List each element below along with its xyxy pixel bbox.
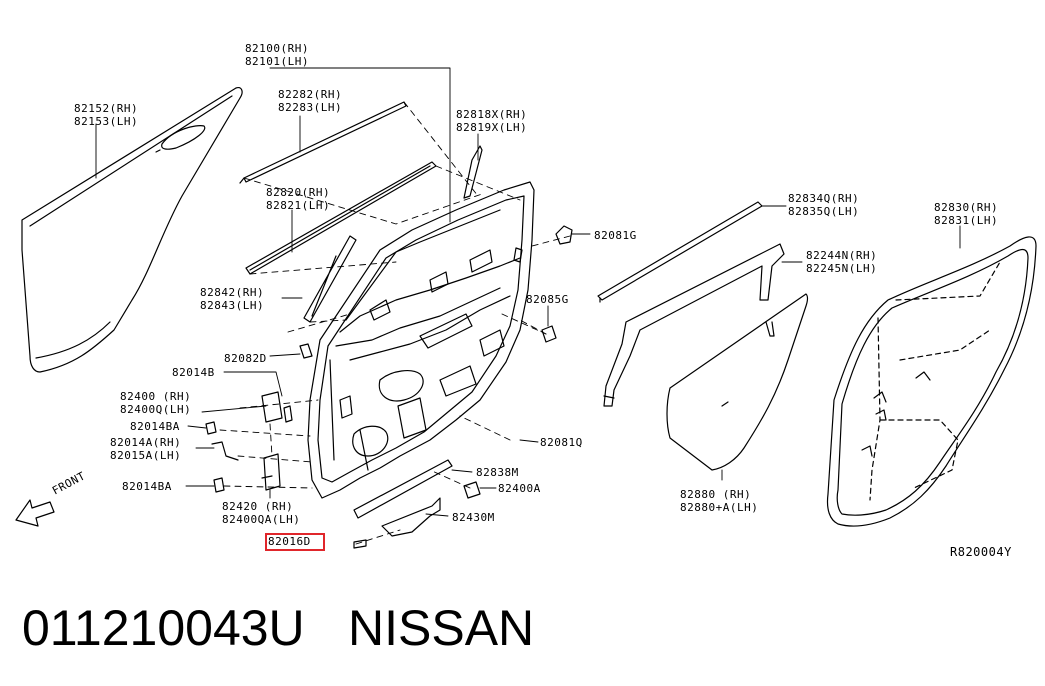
belt-weatherstrip	[245, 161, 437, 275]
clip-82085g	[541, 325, 557, 343]
part-label-82831: 82831(LH)	[934, 214, 999, 227]
dashed-lines	[219, 101, 571, 545]
part-label-82085g: 82085G	[526, 293, 569, 306]
door-outer-panel	[21, 87, 243, 373]
glass-run-channel	[603, 243, 785, 407]
corner-trim	[463, 145, 483, 199]
part-label-82153: 82153(LH)	[74, 115, 139, 128]
part-label-82244n: 82244N(RH)	[806, 249, 878, 262]
door-weatherstrip	[826, 236, 1037, 527]
inner-moulding	[597, 201, 763, 303]
stud-82400a	[463, 481, 481, 499]
hinge-parts	[205, 343, 313, 493]
check-link	[381, 497, 441, 537]
part-label-82400qa: 82400QA(LH)	[222, 513, 301, 526]
part-label-82014ba-1: 82014BA	[130, 420, 180, 433]
part-label-82400: 82400 (RH)	[120, 390, 192, 403]
part-label-82835q: 82835Q(LH)	[788, 205, 860, 218]
leader-lines	[95, 67, 961, 517]
part-label-82081g: 82081G	[594, 229, 637, 242]
part-label-82821: 82821(LH)	[266, 199, 331, 212]
part-label-82282: 82282(RH)	[278, 88, 343, 101]
door-glass	[666, 293, 809, 471]
part-label-82152: 82152(RH)	[74, 102, 139, 115]
part-label-82082d: 82082D	[224, 352, 267, 365]
part-label-82820: 82820(RH)	[266, 186, 331, 199]
front-arrow-icon	[15, 499, 55, 527]
part-label-82400q: 82400Q(LH)	[120, 403, 192, 416]
brand-caption: NISSAN	[348, 600, 535, 656]
part-label-82880: 82880 (RH)	[680, 488, 752, 501]
part-label-82400a: 82400A	[498, 482, 541, 495]
bumper-82081g	[555, 225, 573, 245]
part-label-82818x: 82818X(RH)	[456, 108, 528, 121]
part-label-82819x: 82819X(LH)	[456, 121, 528, 134]
sill-strip	[353, 459, 453, 519]
part-label-82014ba-2: 82014BA	[122, 480, 172, 493]
part-label-82015a: 82015A(LH)	[110, 449, 182, 462]
part-label-82880a: 82880+A(LH)	[680, 501, 759, 514]
part-label-82101: 82101(LH)	[244, 55, 310, 68]
part-label-82430m: 82430M	[452, 511, 495, 524]
outer-moulding	[239, 101, 407, 184]
part-label-82245n: 82245N(LH)	[806, 262, 878, 275]
sash-cover	[303, 235, 357, 323]
part-label-82081q: 82081Q	[540, 436, 583, 449]
door-frame	[307, 181, 535, 499]
reference-code: R820004Y	[950, 545, 1012, 559]
screw-82016d	[353, 539, 367, 549]
part-label-82842: 82842(RH)	[200, 286, 265, 299]
part-label-82420: 82420 (RH)	[222, 500, 294, 513]
part-label-82834q: 82834Q(RH)	[788, 192, 860, 205]
part-label-82014a: 82014A(RH)	[110, 436, 182, 449]
part-label-82283: 82283(LH)	[278, 101, 343, 114]
highlight-box	[265, 533, 325, 551]
part-label-82838m: 82838M	[476, 466, 519, 479]
part-label-82016d: 82016D	[268, 535, 311, 548]
part-label-82843: 82843(LH)	[200, 299, 265, 312]
part-label-82014b: 82014B	[172, 366, 215, 379]
part-number-caption: 011210043U	[22, 600, 305, 656]
part-label-82830: 82830(RH)	[934, 201, 999, 214]
part-label-82100: 82100(RH)	[244, 42, 310, 55]
